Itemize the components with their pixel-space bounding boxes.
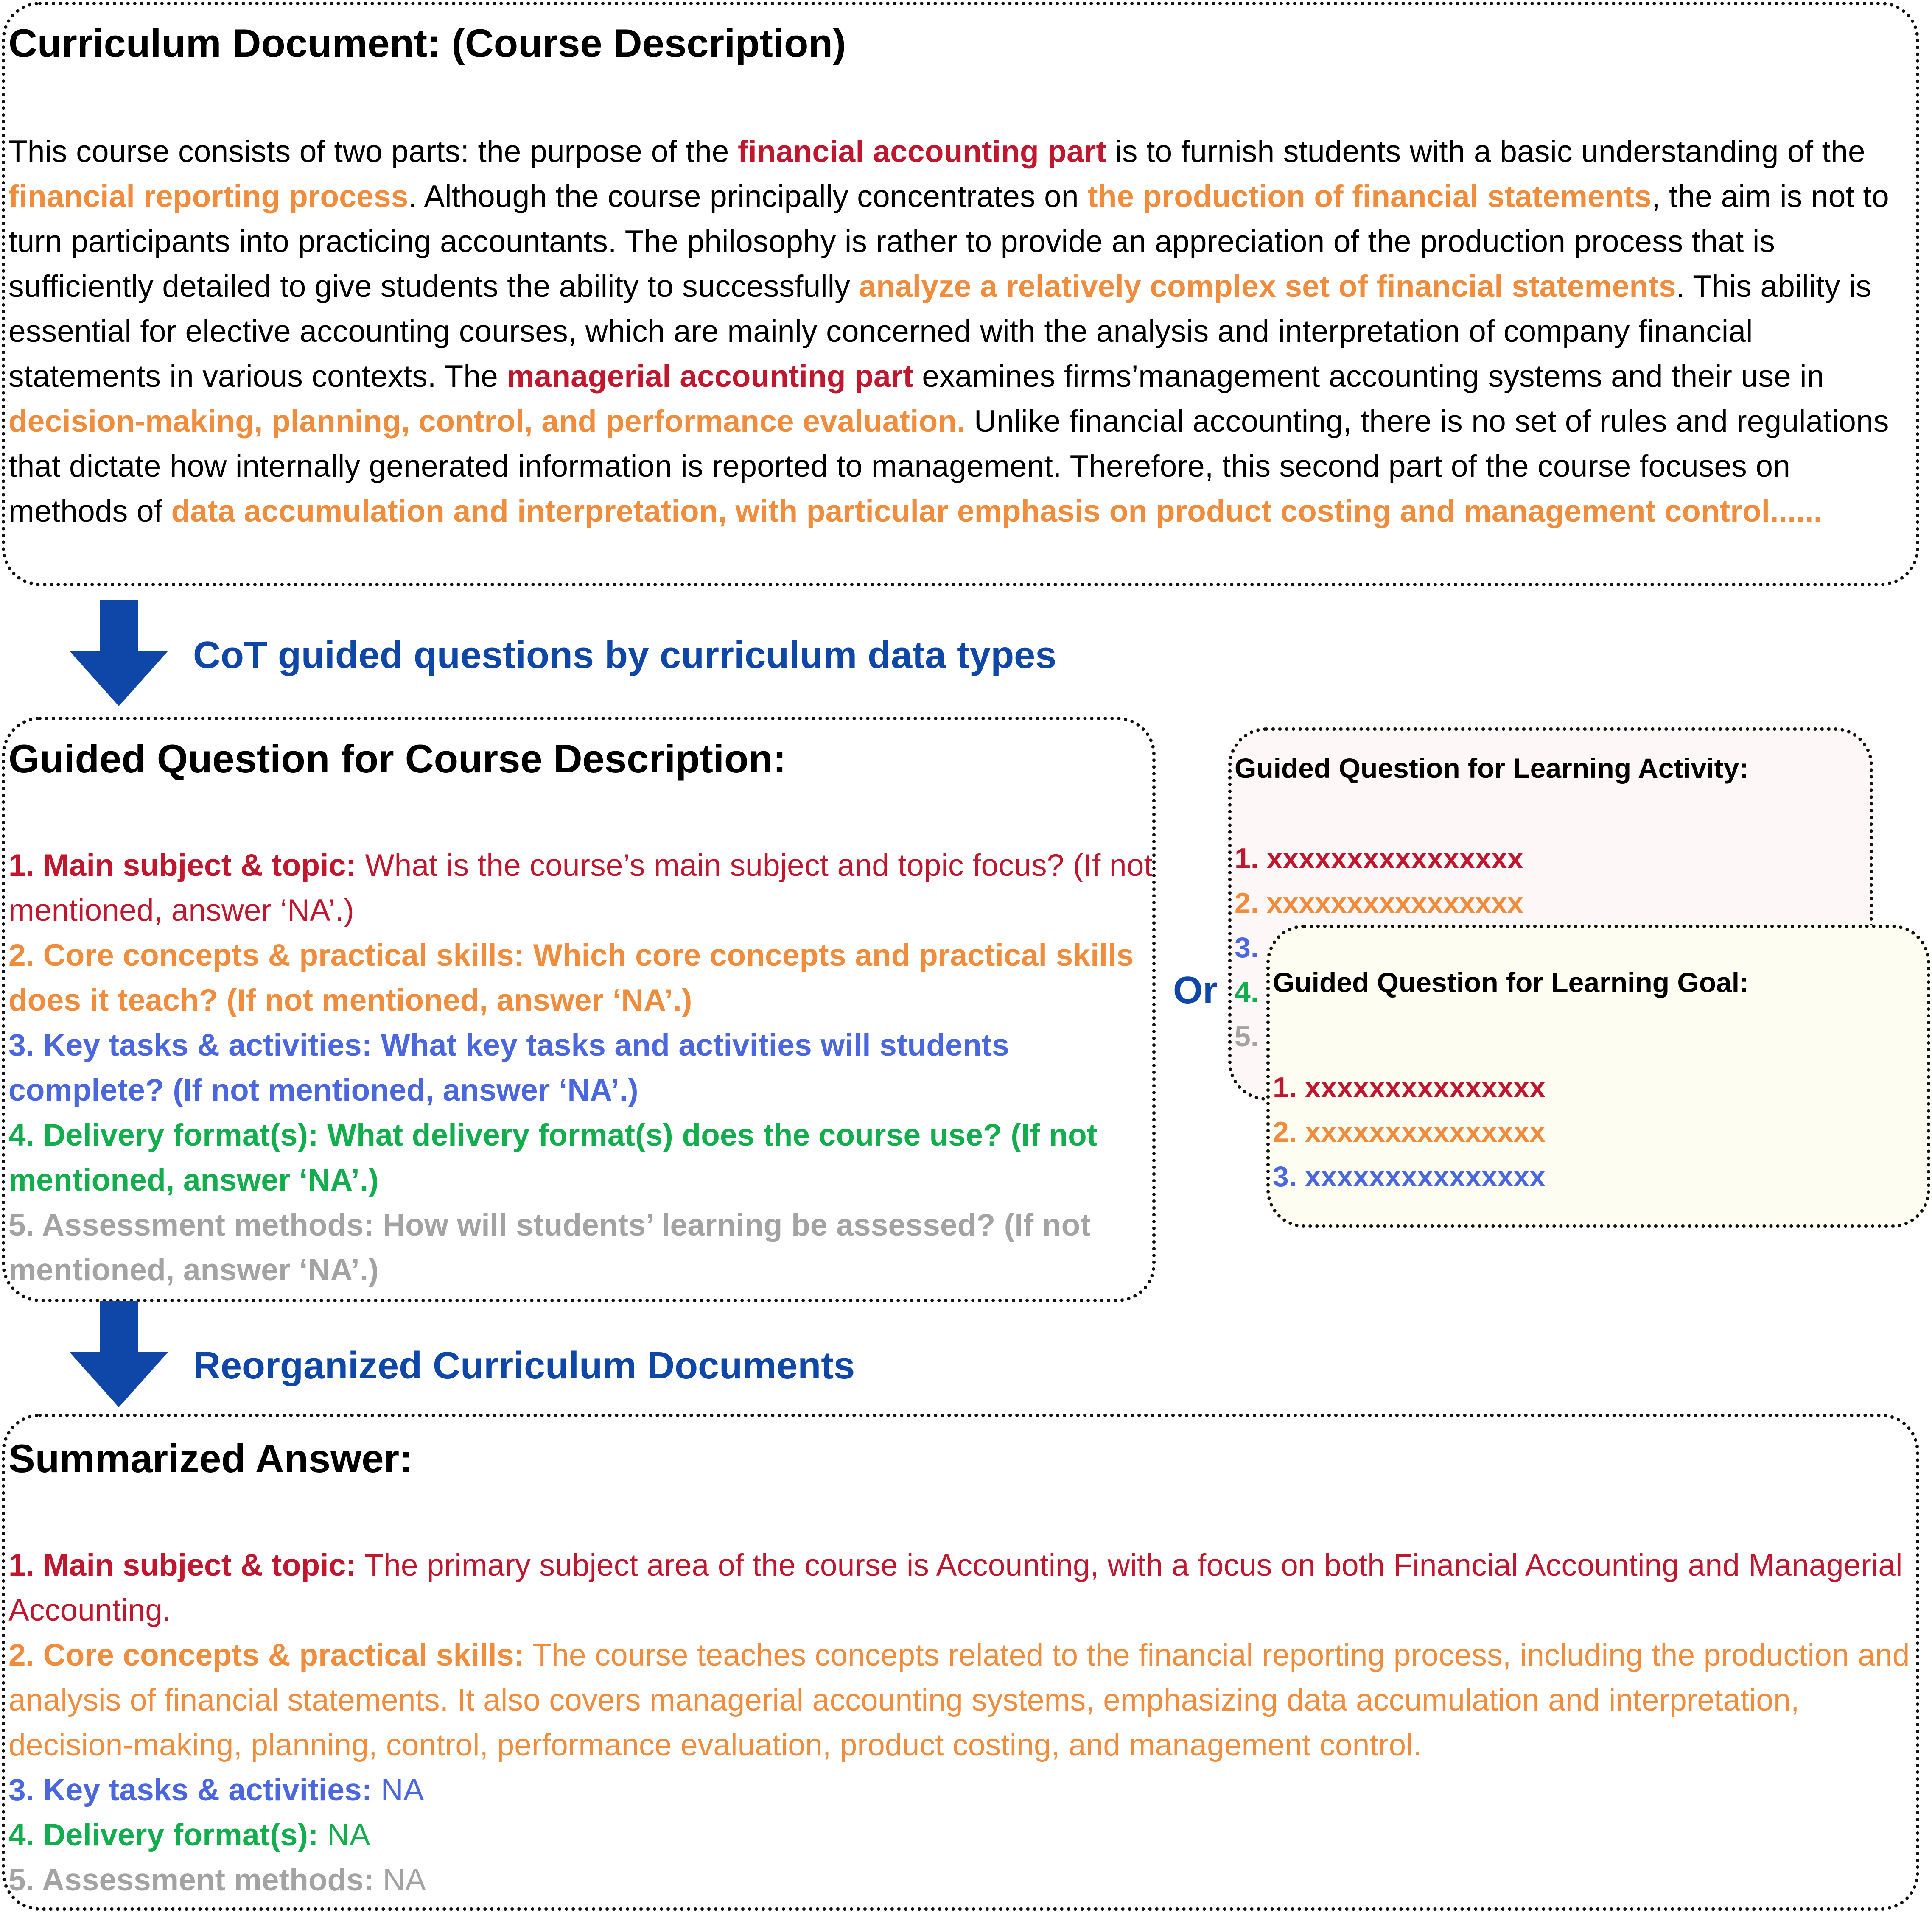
down-arrow-icon bbox=[70, 1301, 168, 1407]
goal-question-item: 2. xxxxxxxxxxxxxxx bbox=[1273, 1116, 1546, 1148]
down-arrow-icon bbox=[70, 600, 168, 706]
curriculum-highlight: analyze a relatively complex set of fina… bbox=[859, 269, 1676, 304]
curriculum-highlight: financial reporting process bbox=[8, 179, 409, 214]
guided-course-list: 1. Main subject & topic: What is the cou… bbox=[8, 843, 1154, 1293]
summarized-answer-list: 1. Main subject & topic: The primary sub… bbox=[8, 1543, 1918, 1903]
summary-answer-item: 5. Assessment methods: NA bbox=[8, 1858, 1918, 1903]
guided-question-item: 1. Main subject & topic: What is the cou… bbox=[8, 843, 1154, 933]
curriculum-text-segment: , the aim is not to turn participants in… bbox=[8, 179, 1889, 304]
summary-answer-text: The course teaches concepts related to t… bbox=[8, 1638, 1910, 1762]
guided-activity-title: Guided Question for Learning Activity: bbox=[1235, 752, 1749, 784]
guided-question-text: What is the course’s main subject and to… bbox=[8, 848, 1153, 928]
summary-answer-item: 1. Main subject & topic: The primary sub… bbox=[8, 1543, 1918, 1633]
curriculum-highlight: decision-making, planning, control, and … bbox=[8, 404, 966, 439]
activity-question-item: 1. xxxxxxxxxxxxxxxx bbox=[1235, 842, 1523, 875]
summary-answer-label: 4. Delivery format(s): bbox=[8, 1818, 319, 1852]
goal-question-item: 1. xxxxxxxxxxxxxxx bbox=[1273, 1071, 1546, 1104]
guided-question-item: 3. Key tasks & activities: What key task… bbox=[8, 1023, 1154, 1113]
curriculum-text-segment: . Although the course principally concen… bbox=[408, 179, 1088, 214]
summary-answer-label: 2. Core concepts & practical skills: bbox=[8, 1638, 525, 1672]
curriculum-text-segment: This course consists of two parts: the p… bbox=[8, 134, 738, 169]
curriculum-highlight: managerial accounting part bbox=[507, 359, 913, 394]
arrow-caption-reorganized: Reorganized Curriculum Documents bbox=[193, 1345, 855, 1387]
curriculum-text-segment: examines firms’management accounting sys… bbox=[913, 359, 1824, 394]
arrow-caption-cot: CoT guided questions by curriculum data … bbox=[193, 634, 1057, 676]
guided-question-label: 5. Assessment methods: bbox=[8, 1208, 374, 1242]
summary-answer-label: 3. Key tasks & activities: bbox=[8, 1773, 372, 1807]
guided-goal-title: Guided Question for Learning Goal: bbox=[1273, 967, 1749, 998]
curriculum-text-segment: . This ability is essential for elective… bbox=[8, 269, 1872, 394]
goal-question-item: 3. xxxxxxxxxxxxxxx bbox=[1273, 1160, 1546, 1193]
curriculum-document-text: This course consists of two parts: the p… bbox=[8, 129, 1913, 534]
curriculum-highlight: the production of financial statements bbox=[1087, 179, 1652, 214]
curriculum-highlight: financial accounting part bbox=[738, 134, 1106, 169]
guided-question-text: How will students’ learning be assessed?… bbox=[8, 1208, 1091, 1287]
guided-question-text: What delivery format(s) does the course … bbox=[8, 1118, 1098, 1197]
guided-question-label: 4. Delivery format(s): bbox=[8, 1118, 319, 1152]
guided-question-item: 4. Delivery format(s): What delivery for… bbox=[8, 1113, 1154, 1203]
summarized-answer-box bbox=[2, 1414, 1919, 1911]
summarized-answer-title: Summarized Answer: bbox=[8, 1436, 413, 1481]
curriculum-document-box bbox=[2, 2, 1919, 586]
summary-answer-item: 3. Key tasks & activities: NA bbox=[8, 1768, 1918, 1813]
guided-course-box bbox=[2, 717, 1156, 1302]
guided-goal-box bbox=[1266, 925, 1930, 1228]
summary-answer-label: 1. Main subject & topic: bbox=[8, 1548, 357, 1582]
summary-answer-item: 4. Delivery format(s): NA bbox=[8, 1813, 1918, 1858]
curriculum-text-segment: is to furnish students with a basic unde… bbox=[1106, 134, 1865, 169]
guided-question-item: 2. Core concepts & practical skills: Whi… bbox=[8, 933, 1154, 1023]
guided-course-title: Guided Question for Course Description: bbox=[8, 736, 787, 781]
summary-answer-text: The primary subject area of the course i… bbox=[8, 1548, 1903, 1627]
curriculum-text-segment: Unlike financial accounting, there is no… bbox=[8, 404, 1889, 528]
guided-question-text: Which core concepts and practical skills… bbox=[8, 938, 1134, 1017]
activity-question-item: 2. xxxxxxxxxxxxxxxx bbox=[1235, 887, 1523, 919]
curriculum-highlight: data accumulation and interpretation, wi… bbox=[171, 494, 1823, 528]
guided-question-text: What key tasks and activities will stude… bbox=[8, 1028, 1010, 1107]
guided-question-label: 1. Main subject & topic: bbox=[8, 848, 357, 883]
guided-question-label: 2. Core concepts & practical skills: bbox=[8, 938, 525, 973]
or-label: Or bbox=[1173, 969, 1218, 1012]
guided-question-label: 3. Key tasks & activities: bbox=[8, 1028, 372, 1062]
guided-question-item: 5. Assessment methods: How will students… bbox=[8, 1203, 1154, 1293]
summary-answer-text: NA bbox=[374, 1863, 426, 1897]
activity-question-item: 3. bbox=[1235, 931, 1259, 964]
summary-answer-text: NA bbox=[372, 1773, 424, 1807]
activity-question-item: 5. bbox=[1235, 1020, 1259, 1053]
summary-answer-item: 2. Core concepts & practical skills: The… bbox=[8, 1633, 1918, 1768]
summary-answer-text: NA bbox=[318, 1818, 370, 1852]
activity-question-item: 4. bbox=[1235, 976, 1259, 1008]
curriculum-document-title: Curriculum Document: (Course Description… bbox=[8, 21, 846, 65]
summary-answer-label: 5. Assessment methods: bbox=[8, 1863, 374, 1897]
